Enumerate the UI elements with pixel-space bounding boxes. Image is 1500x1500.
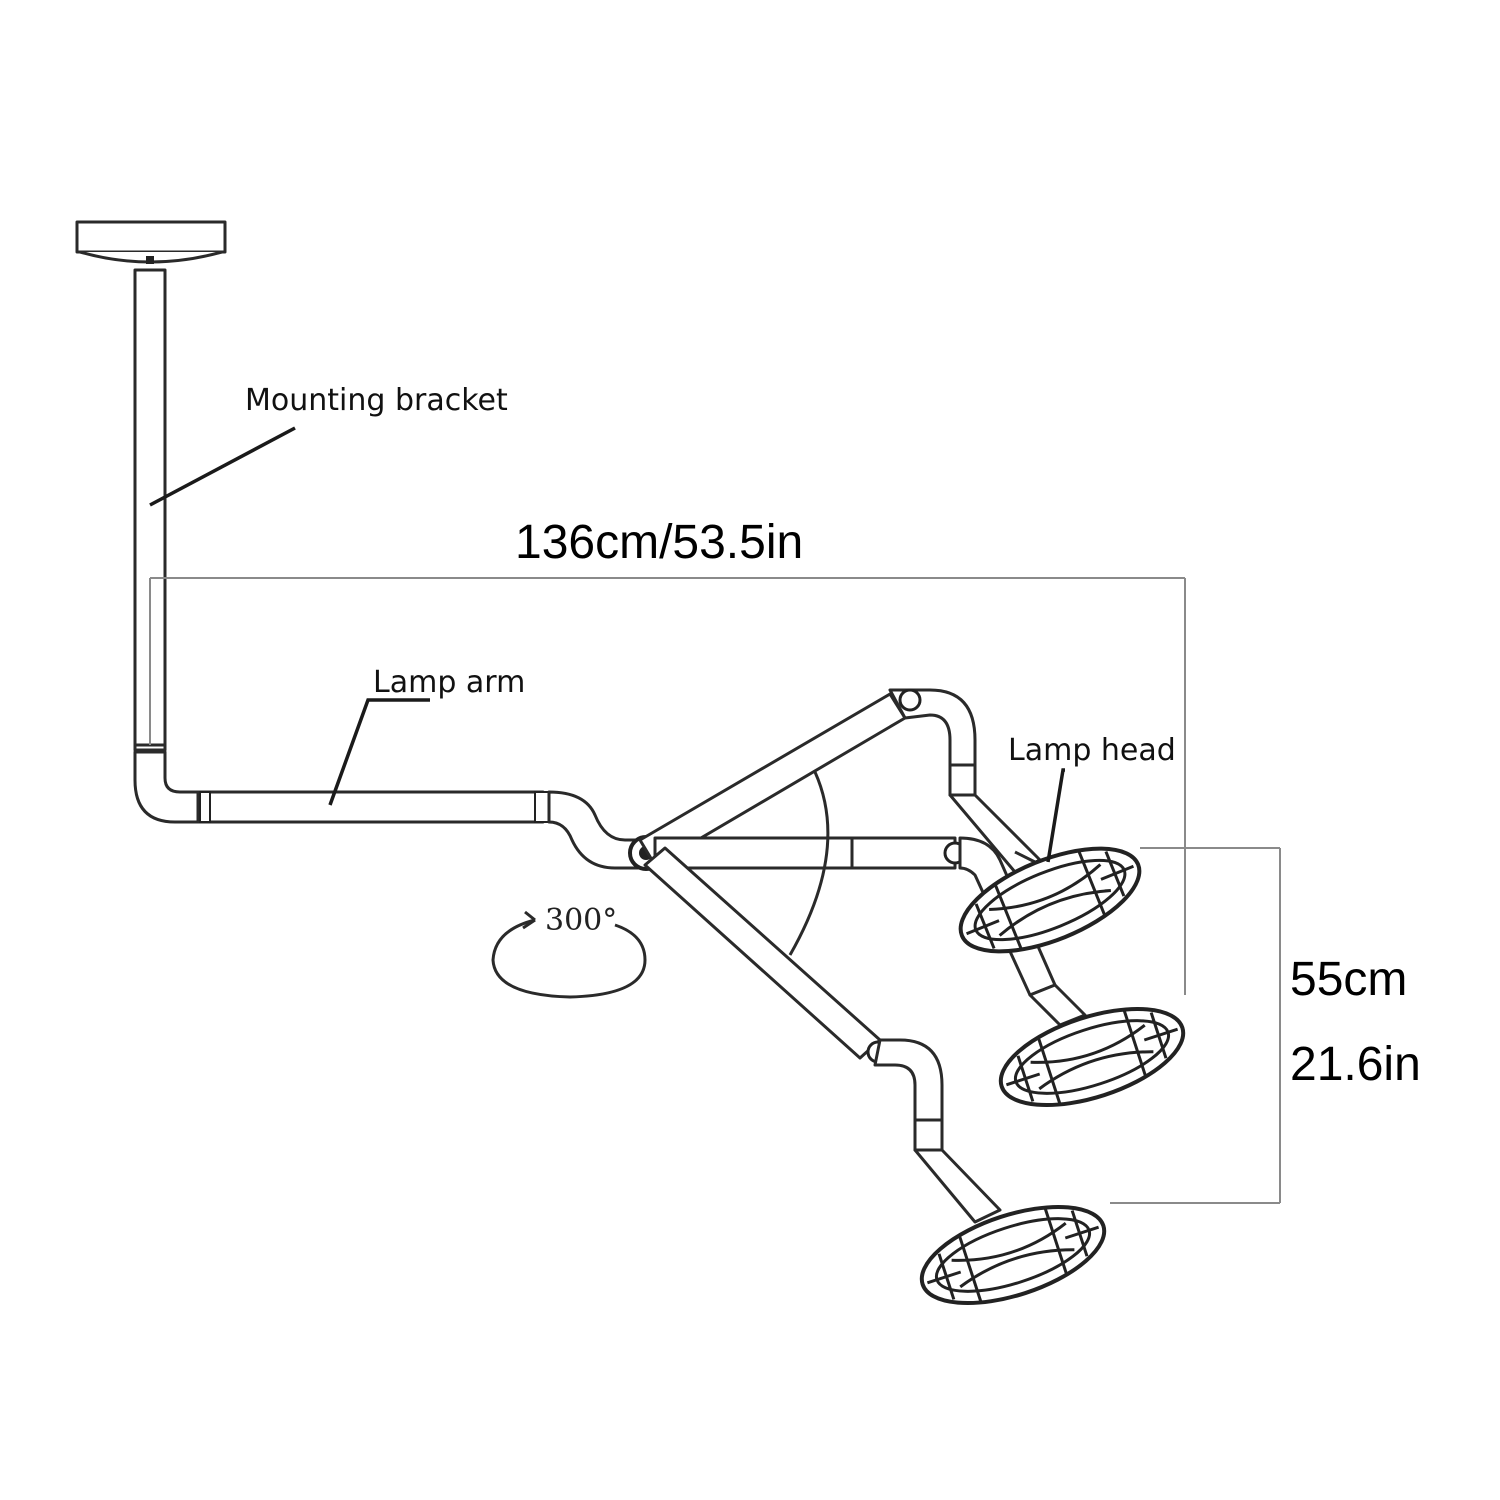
angle-arc — [788, 771, 830, 956]
mounting-bracket-label: Mounting bracket — [245, 383, 508, 418]
lamp-head-leader — [1046, 768, 1065, 863]
rotation-indicator: 300° — [491, 903, 647, 999]
lamp-head-bottom — [908, 1185, 1118, 1325]
lamp-arm — [196, 790, 642, 870]
width-dimension-lines — [149, 577, 1186, 995]
lamp-head-label: Lamp head — [1008, 733, 1176, 768]
mounting-bracket-leader — [149, 426, 296, 507]
lamp-arm-label: Lamp arm — [373, 665, 525, 700]
ceiling-plate — [75, 220, 227, 264]
height-dimension-lines — [1110, 847, 1281, 1204]
width-dimension-label: 136cm/53.5in — [515, 516, 803, 569]
mounting-bracket — [133, 268, 202, 824]
lower-arm — [643, 846, 1002, 1224]
height-dimension-cm: 55cm — [1290, 953, 1407, 1006]
rotation-label: 300° — [545, 903, 617, 938]
height-dimension-in: 21.6in — [1290, 1038, 1421, 1091]
lamp-head-middle — [987, 987, 1197, 1127]
upper-arm — [638, 688, 1042, 874]
lamp-arm-leader — [328, 698, 430, 806]
